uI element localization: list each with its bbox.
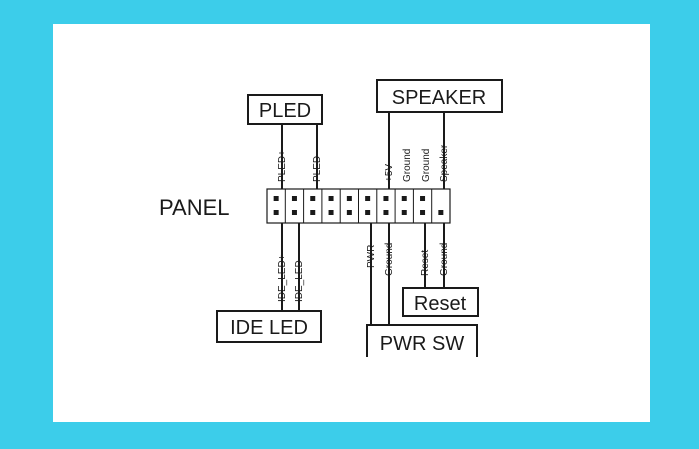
pin-label-ide-led-plus: IDE_LED+: [277, 254, 288, 302]
reset-label: Reset: [414, 293, 467, 315]
header-pin: [401, 196, 407, 201]
pwr-sw-label: PWR SW: [380, 333, 465, 355]
front-panel-diagram: PLED SPEAKER IDE LED Reset PWR SW PANEL …: [159, 79, 503, 357]
pin-label-speaker: Speaker: [439, 144, 450, 182]
header-pin: [310, 210, 316, 215]
header-pin: [401, 210, 407, 215]
pin-label-reset-ground: Ground: [439, 243, 450, 276]
bottom-pin-labels: IDE_LED+ IDE_LED- PWR Ground Reset Groun…: [277, 243, 450, 302]
speaker-label: SPEAKER: [392, 87, 486, 109]
pin-label-ground-2: Ground: [421, 149, 432, 182]
pin-label-pled-minus: PLED-: [312, 153, 323, 182]
pled-label: PLED: [259, 100, 311, 122]
header-pin: [346, 210, 352, 215]
header-pin: [273, 210, 279, 215]
pin-label-reset: Reset: [420, 250, 431, 276]
reset-box: Reset: [402, 287, 479, 317]
pin-label-ground-1: Ground: [402, 149, 413, 182]
pin-label-pwr-ground: Ground: [384, 243, 395, 276]
header-pin: [291, 196, 297, 201]
wires: [281, 112, 445, 327]
header-pin: [328, 210, 334, 215]
header-pin: [438, 210, 444, 215]
header-pin: [291, 210, 297, 215]
panel-label: PANEL: [159, 195, 230, 220]
pled-box: PLED: [247, 94, 323, 125]
pin-label-pwr: PWR: [366, 245, 377, 268]
pin-header: [266, 188, 451, 224]
pin-label-ide-led-minus: IDE_LED-: [294, 257, 305, 302]
diagram-card: PLED SPEAKER IDE LED Reset PWR SW PANEL …: [53, 24, 650, 422]
header-pin: [310, 196, 316, 201]
header-pin: [365, 210, 371, 215]
ide-led-label: IDE LED: [230, 317, 308, 339]
pwr-sw-box: PWR SW: [366, 324, 478, 357]
header-pin: [420, 210, 426, 215]
pin-label-5v: +5V: [384, 164, 395, 182]
pin-label-pled-plus: PLED+: [277, 150, 288, 182]
ide-led-box: IDE LED: [216, 310, 322, 343]
header-pin: [383, 196, 389, 201]
header-pin: [273, 196, 279, 201]
header-pin: [365, 196, 371, 201]
top-pin-labels: PLED+ PLED- +5V Ground Ground Speaker: [277, 144, 450, 182]
speaker-box: SPEAKER: [376, 79, 503, 113]
header-pin: [346, 196, 352, 201]
header-pin: [383, 210, 389, 215]
header-pin: [328, 196, 334, 201]
header-pin: [420, 196, 426, 201]
